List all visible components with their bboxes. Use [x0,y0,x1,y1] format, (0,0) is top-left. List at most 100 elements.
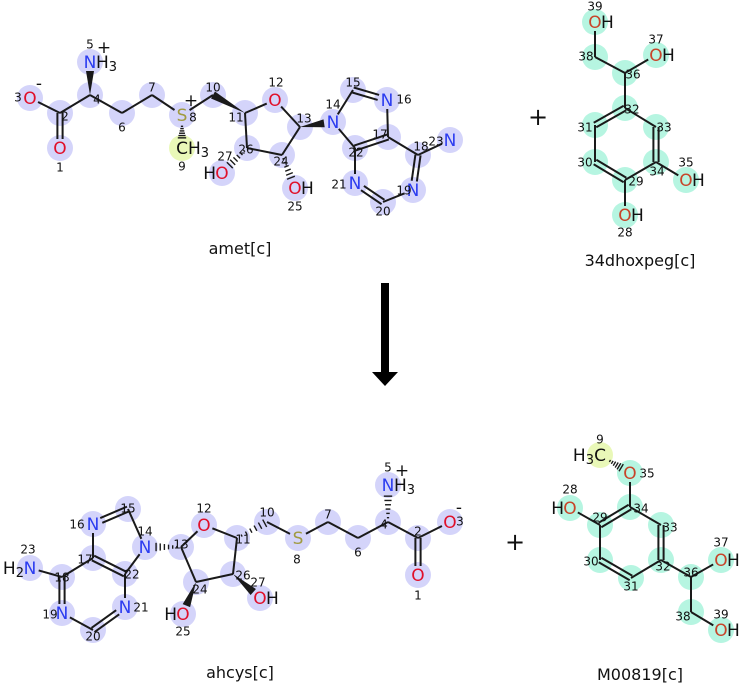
atom-ahcys-24[interactable]: 24 [192,583,207,597]
atom-amet-20[interactable]: 20 [375,205,390,219]
molecule-name-ahcys[interactable]: ahcys[c] [206,663,274,682]
atom-highlight [209,160,235,186]
bond-wedge [211,91,245,113]
atom-index-label: 20 [85,630,100,644]
atom-M00819-34[interactable]: 34 [633,502,648,516]
atom-ahcys-8[interactable]: S8 [293,529,304,567]
atom-amet-6[interactable]: 6 [118,121,126,135]
atom-34dhoxpeg-29[interactable]: 29 [628,175,643,189]
atom-ahcys-17[interactable]: 17 [77,553,92,567]
atom-amet-19[interactable]: N19 [396,181,419,201]
atom-ahcys-4[interactable]: 4 [380,518,388,532]
atom-symbol: O [714,551,727,571]
atom-index-label: 1 [414,589,422,603]
atom-highlight [282,175,308,201]
atom-M00819-38[interactable]: 38 [675,610,690,624]
atom-amet-24[interactable]: 24 [273,155,288,169]
atom-M00819-31[interactable]: 31 [623,580,638,594]
atom-index-label: 3 [14,91,22,105]
atom-index-label: 33 [662,521,677,535]
atom-34dhoxpeg-36[interactable]: 36 [625,68,640,82]
atom-amet-14[interactable]: N14 [325,98,340,134]
atom-amet-11[interactable]: 11 [228,111,243,125]
atom-ahcys-15[interactable]: 15 [120,502,135,516]
atom-amet-26[interactable]: 26 [238,143,253,157]
atom-ahcys-16[interactable]: N16 [69,515,99,535]
atom-M00819-29[interactable]: 29 [592,511,607,525]
atom-ahcys-19[interactable]: N19 [42,604,68,624]
atom-M00819-32[interactable]: 32 [655,560,670,574]
atom-M00819-33[interactable]: 33 [662,521,677,535]
atom-amet-7[interactable]: 7 [148,81,156,95]
atom-amet-3[interactable]: O-3 [14,74,42,109]
atom-ahcys-7[interactable]: 7 [324,508,332,522]
atom-ahcys-26[interactable]: 26 [235,569,250,583]
atom-M00819-36[interactable]: 36 [683,566,698,580]
atom-34dhoxpeg-33[interactable]: 33 [656,121,671,135]
atom-34dhoxpeg-32[interactable]: 32 [624,103,639,117]
atom-ahcys-13[interactable]: 13 [173,538,188,552]
atom-hydrogens: H3 [188,139,209,161]
atom-highlight [49,600,75,626]
atom-ahcys-11[interactable]: 11 [235,533,250,547]
atom-amet-23[interactable]: N23 [428,131,456,151]
atom-index-label: 8 [293,553,301,567]
molecule-name-amet[interactable]: amet[c] [209,239,272,258]
atom-amet-17[interactable]: 17 [372,128,387,142]
atom-amet-15[interactable]: 15 [345,76,360,90]
atom-amet-4[interactable]: 4 [93,93,101,107]
atom-34dhoxpeg-34[interactable]: 34 [649,165,664,179]
atom-ahcys-10[interactable]: 10 [259,506,274,520]
atom-34dhoxpeg-38[interactable]: 38 [578,50,593,64]
atom-amet-22[interactable]: 22 [348,146,363,160]
atom-symbol: C [176,139,188,159]
bond-hash [383,495,393,519]
molecule-name-M00819[interactable]: M00819[c] [597,665,683,684]
atom-symbol: C [594,446,606,466]
atom-ahcys-14[interactable]: N14 [137,525,152,559]
atom-ahcys-1[interactable]: O1 [411,566,424,603]
atom-34dhoxpeg-31[interactable]: 31 [577,121,592,135]
atom-amet-1[interactable]: O1 [53,139,66,175]
molecule-name-34dhoxpeg[interactable]: 34dhoxpeg[c] [585,251,696,270]
atom-amet-2[interactable]: 2 [61,110,69,124]
atom-ahcys-20[interactable]: 20 [85,630,100,644]
atom-34dhoxpeg-30[interactable]: 30 [577,156,592,170]
atom-M00819-30[interactable]: 30 [583,555,598,569]
atom-ahcys-6[interactable]: 6 [354,546,362,560]
atom-index-label: 36 [625,68,640,82]
atom-ahcys-12[interactable]: O12 [196,502,211,537]
atom-ahcys-22[interactable]: 22 [124,568,139,582]
atom-amet-12[interactable]: O12 [268,76,283,112]
atom-amet-21[interactable]: N21 [331,174,361,194]
atom-ahcys-2[interactable]: 2 [414,525,422,539]
atom-index-label: 2 [414,525,422,539]
atom-ahcys-18[interactable]: 18 [54,571,69,585]
atom-amet-8[interactable]: S+8 [177,91,199,126]
atom-amet-18[interactable]: 18 [413,140,428,154]
atom-index-label: 32 [655,560,670,574]
atom-ahcys-3[interactable]: O-3 [443,498,464,533]
atom-amet-10[interactable]: 10 [205,81,220,95]
atom-amet-13[interactable]: 13 [296,112,311,126]
atom-index-label: 9 [178,160,186,174]
